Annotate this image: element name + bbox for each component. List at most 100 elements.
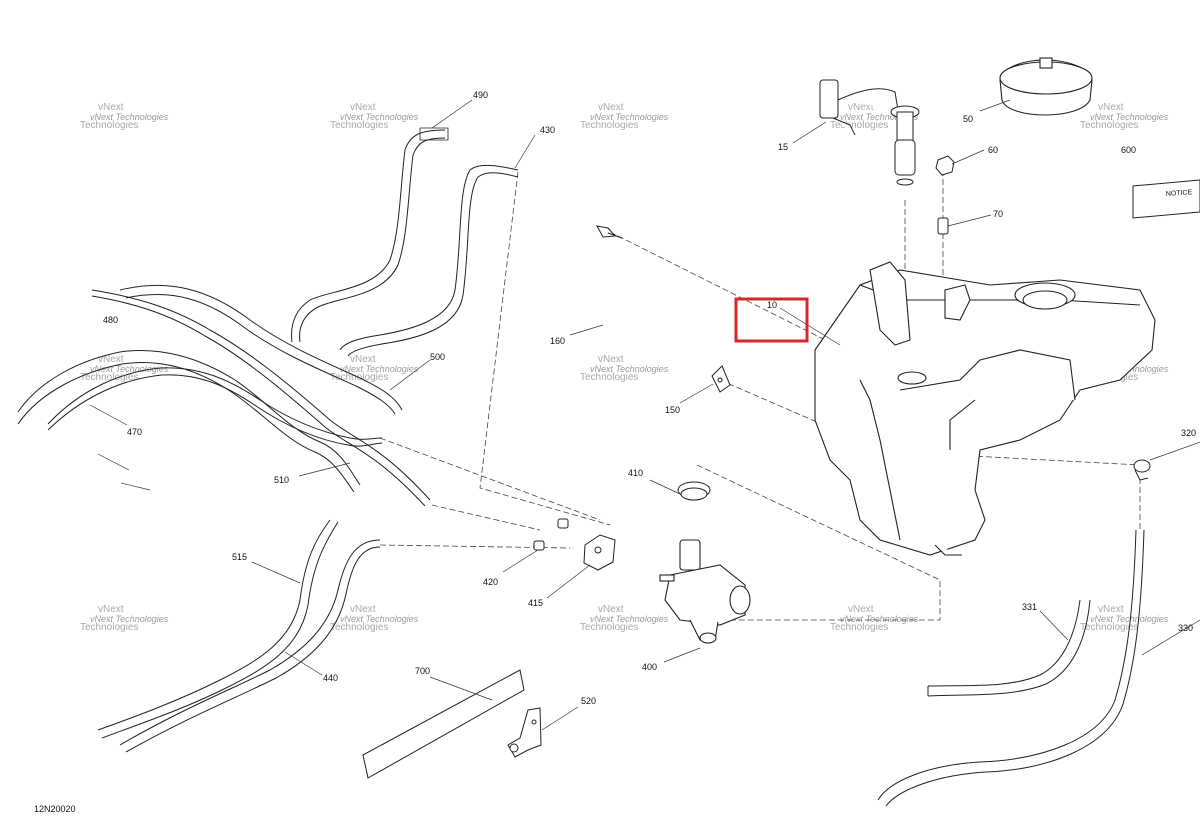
watermark: vNext Technologies vNext Technologies xyxy=(80,354,169,383)
part-150-clip xyxy=(711,365,731,393)
svg-text:vNext Technologies: vNext Technologies xyxy=(1090,614,1169,624)
svg-text:Technologies: Technologies xyxy=(830,622,888,633)
hose-470 xyxy=(17,349,383,493)
watermark: vNext Technologies vNext Technologies xyxy=(330,604,419,633)
callout-331: 331 xyxy=(1022,602,1037,612)
part-420-grommets xyxy=(533,518,569,551)
hose-490 xyxy=(291,127,449,343)
svg-text:Technologies: Technologies xyxy=(330,120,388,131)
svg-text:vNext: vNext xyxy=(598,604,624,615)
callout-150: 150 xyxy=(665,405,680,415)
callout-700: 700 xyxy=(415,666,430,676)
fuel-cap xyxy=(999,57,1093,116)
callout-330: 330 xyxy=(1178,623,1193,633)
svg-text:vNext: vNext xyxy=(598,354,624,365)
callout-50: 50 xyxy=(963,114,973,124)
watermark: vNext Technologies vNext Technologies xyxy=(580,102,669,131)
svg-text:vNext Technologies: vNext Technologies xyxy=(590,364,669,374)
callout-labels: 490 430 15 50 60 600 70 480 10 160 500 1… xyxy=(103,90,1196,706)
svg-text:vNext: vNext xyxy=(848,604,874,615)
hose-331 xyxy=(927,599,1091,697)
watermark: vNext Technologies vNext Technologies xyxy=(830,102,919,131)
svg-text:Technologies: Technologies xyxy=(830,120,888,131)
callout-520: 520 xyxy=(581,696,596,706)
svg-text:vNext: vNext xyxy=(848,102,874,113)
callout-160: 160 xyxy=(550,336,565,346)
svg-text:vNext: vNext xyxy=(98,354,124,365)
svg-text:NOTICE: NOTICE xyxy=(1166,189,1193,198)
svg-text:vNext Technologies: vNext Technologies xyxy=(90,364,169,374)
callout-470: 470 xyxy=(127,427,142,437)
diagram-reference-code: 12N20020 xyxy=(34,804,76,814)
svg-text:Technologies: Technologies xyxy=(1080,120,1138,131)
svg-text:Technologies: Technologies xyxy=(580,622,638,633)
hose-480 xyxy=(91,284,431,507)
part-70-fitting xyxy=(937,217,949,235)
svg-text:vNext Technologies: vNext Technologies xyxy=(590,112,669,122)
callout-440: 440 xyxy=(323,673,338,683)
svg-text:vNext Technologies: vNext Technologies xyxy=(590,614,669,624)
callout-480: 480 xyxy=(103,315,118,325)
svg-text:Technologies: Technologies xyxy=(580,120,638,131)
svg-text:vNext Technologies: vNext Technologies xyxy=(90,112,169,122)
svg-text:vNext Technologies: vNext Technologies xyxy=(340,364,419,374)
part-160-screw xyxy=(596,225,623,239)
watermark: vNext Technologies vNext Technologies xyxy=(80,102,169,131)
svg-text:vNext: vNext xyxy=(350,604,376,615)
svg-text:vNext: vNext xyxy=(1098,604,1124,615)
svg-text:vNext: vNext xyxy=(98,604,124,615)
svg-text:vNext Technologies: vNext Technologies xyxy=(840,614,919,624)
hose-330 xyxy=(877,529,1145,807)
svg-text:vNext: vNext xyxy=(98,102,124,113)
hose-515 xyxy=(97,519,339,739)
callout-60: 60 xyxy=(988,145,998,155)
svg-text:Technologies: Technologies xyxy=(580,372,638,383)
svg-text:Technologies: Technologies xyxy=(1080,622,1138,633)
part-60-nut xyxy=(935,155,955,176)
watermark: vNext Technologies vNext Technologies xyxy=(1080,604,1169,633)
watermark: vNext Technologies vNext Technologies xyxy=(580,354,669,383)
part-700-shield xyxy=(362,669,525,779)
callout-320: 320 xyxy=(1181,428,1196,438)
callout-400: 400 xyxy=(642,662,657,672)
svg-text:Technologies: Technologies xyxy=(80,372,138,383)
callout-410: 410 xyxy=(628,468,643,478)
watermark: vNext Technologies vNext Technologies xyxy=(80,604,169,633)
part-415-bracket xyxy=(583,534,616,571)
part-600-decal: NOTICE xyxy=(1132,179,1200,219)
callout-500: 500 xyxy=(430,352,445,362)
part-520-bracket xyxy=(507,707,542,758)
svg-text:Technologies: Technologies xyxy=(80,120,138,131)
callout-430: 430 xyxy=(540,125,555,135)
callout-490: 490 xyxy=(473,90,488,100)
svg-text:vNext Technologies: vNext Technologies xyxy=(1090,112,1169,122)
callout-70: 70 xyxy=(993,209,1003,219)
callout-10: 10 xyxy=(767,300,777,310)
svg-text:vNext: vNext xyxy=(350,102,376,113)
svg-text:Technologies: Technologies xyxy=(80,622,138,633)
callout-510: 510 xyxy=(274,475,289,485)
fuel-pump xyxy=(659,539,751,644)
svg-text:vNext: vNext xyxy=(350,354,376,365)
watermark: vNext Technologies vNext Technologies xyxy=(330,102,419,131)
part-410-clamp xyxy=(677,481,711,501)
watermark: vNext Technologies vNext Technologies xyxy=(1080,102,1169,131)
watermarks: vNext Technologies vNext Technologies vN… xyxy=(80,102,1169,633)
callout-420: 420 xyxy=(483,577,498,587)
svg-text:vNext Technologies: vNext Technologies xyxy=(90,614,169,624)
svg-text:vNext Technologies: vNext Technologies xyxy=(340,614,419,624)
part-320-clamp xyxy=(1133,459,1151,481)
hose-430 xyxy=(339,164,519,357)
callout-15: 15 xyxy=(778,142,788,152)
svg-text:vNext: vNext xyxy=(598,102,624,113)
hose-440 xyxy=(119,539,381,753)
svg-text:Technologies: Technologies xyxy=(330,622,388,633)
svg-text:vNext Technologies: vNext Technologies xyxy=(340,112,419,122)
svg-text:vNext: vNext xyxy=(1098,102,1124,113)
fuel-sender xyxy=(819,79,920,186)
leader-lines xyxy=(89,99,1200,731)
watermark: vNext Technologies vNext Technologies xyxy=(580,604,669,633)
fuel-tank xyxy=(814,261,1156,556)
watermark: vNext Technologies vNext Technologies xyxy=(830,604,919,633)
